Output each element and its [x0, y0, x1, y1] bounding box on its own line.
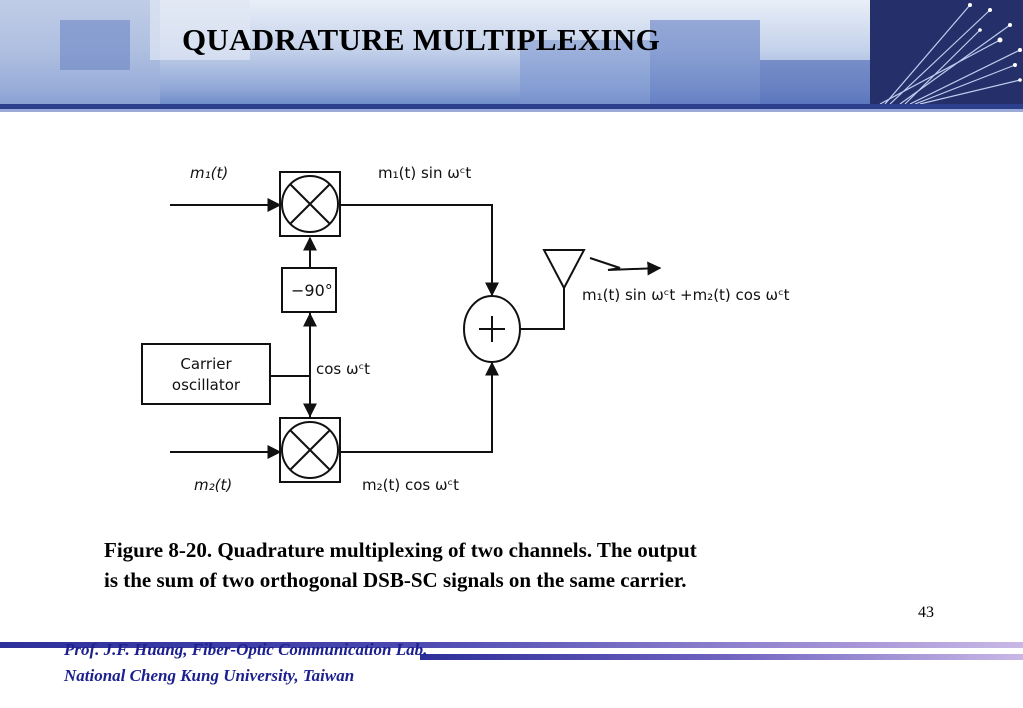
header-tile [150, 0, 250, 60]
footer-bar [0, 642, 1023, 648]
quadrature-multiplexer-diagram: m₁(t) m₁(t) sin ωᶜt −90° Carrier oscilla… [141, 164, 790, 494]
product-1-line [340, 204, 499, 297]
footer-bar [420, 654, 1023, 660]
header-rule [0, 104, 1023, 109]
mixer-2-circle [281, 421, 339, 479]
page-number: 43 [918, 604, 934, 621]
product-2-line [340, 361, 499, 453]
page-title: QUADRATURE MULTIPLEXING [182, 22, 660, 57]
product-2-label: m₂(t) cos ωᶜt [362, 476, 459, 494]
input-1-label: m₁(t) [190, 164, 228, 182]
header-tile [60, 20, 130, 70]
mixer-1-circle [281, 175, 339, 233]
carrier-oscillator-box [141, 343, 271, 405]
caption-line-2: is the sum of two orthogonal DSB-SC sign… [104, 568, 687, 592]
footer-author: Prof. J.F. Huang, Fiber-Optic Communicat… [64, 640, 428, 659]
carrier-signal-label: cos ωᶜt [316, 360, 370, 378]
transmission-arrow [589, 257, 662, 276]
antenna-icon [542, 249, 586, 291]
slide-header: QUADRATURE MULTIPLEXING [0, 0, 1023, 112]
output-label: m₁(t) sin ωᶜt +m₂(t) cos ωᶜt [582, 286, 790, 304]
summer-output-line [520, 288, 565, 330]
input-2-label: m₂(t) [194, 476, 232, 494]
mixer-2-cross [289, 429, 331, 471]
caption-line-1: Figure 8-20. Quadrature multiplexing of … [104, 538, 697, 562]
phase-shifter-label: −90° [291, 281, 333, 300]
product-1-label: m₁(t) sin ωᶜt [378, 164, 471, 182]
fiber-optic-icon [879, 3, 1022, 104]
header-tile [520, 40, 650, 104]
oscillator-label-1: Carrier [180, 355, 232, 373]
header-rule [0, 109, 1023, 112]
footer-institution: National Cheng Kung University, Taiwan [64, 666, 355, 685]
mixer-1-cross [289, 183, 331, 225]
footer-decoration [0, 640, 1023, 670]
header-tile [650, 20, 760, 104]
oscillator-label-2: oscillator [172, 376, 241, 394]
figure-caption: Figure 8-20. Quadrature multiplexing of … [104, 535, 864, 595]
header-tile [760, 60, 880, 104]
